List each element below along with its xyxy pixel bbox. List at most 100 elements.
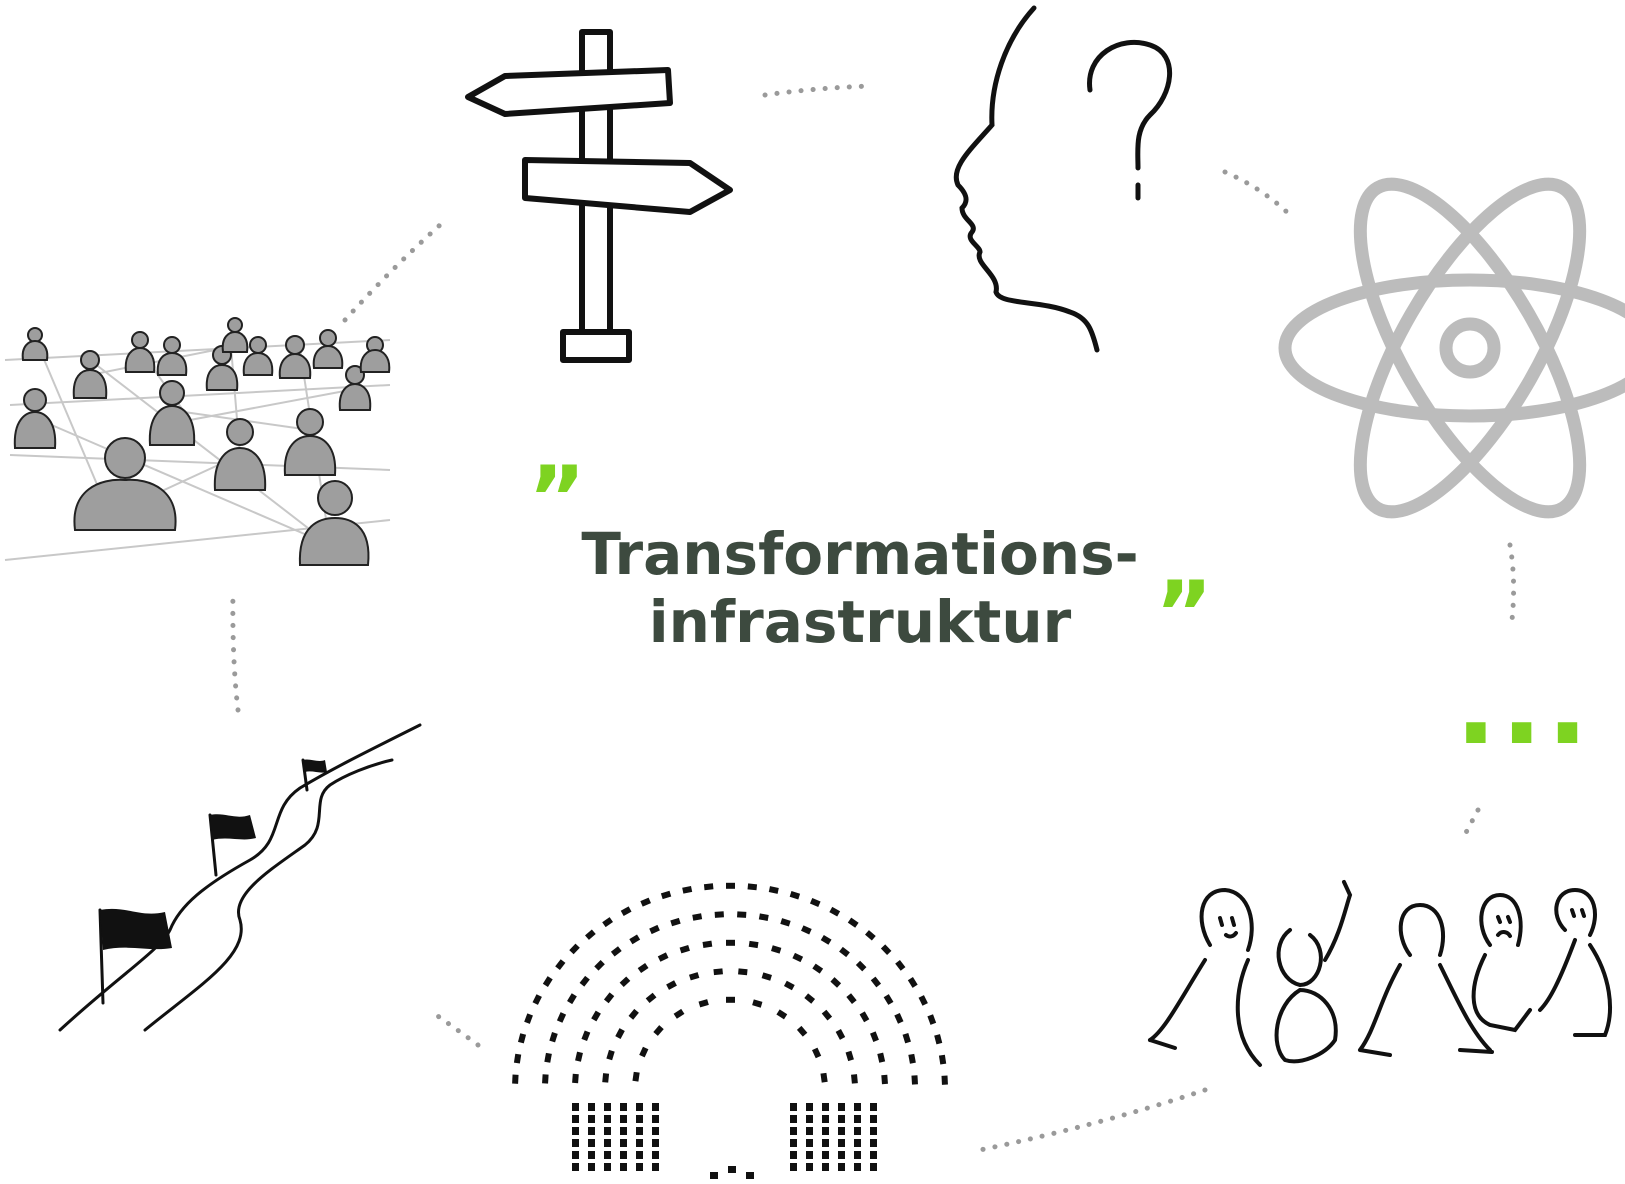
parliament-seat bbox=[652, 1115, 659, 1123]
group-discussion-icon bbox=[1148, 880, 1612, 1067]
parliament-seat bbox=[517, 1033, 527, 1044]
parliament-seat bbox=[877, 1052, 886, 1063]
parliament-seat bbox=[588, 1139, 595, 1147]
parliament-seat bbox=[639, 1046, 649, 1058]
open-quote-mark: ” bbox=[528, 447, 586, 550]
parliament-seat bbox=[838, 1151, 845, 1159]
parliament-seat bbox=[790, 1163, 797, 1171]
parliament-seat bbox=[657, 952, 669, 962]
parliament-seat bbox=[652, 1103, 659, 1111]
connector-head-atom bbox=[1222, 169, 1293, 218]
path-flags-icon bbox=[58, 723, 422, 1032]
parliament-seat bbox=[747, 883, 758, 891]
parliament-seat bbox=[838, 1163, 845, 1171]
parliament-seat bbox=[895, 960, 906, 971]
parliament-seat bbox=[806, 1115, 813, 1123]
parliament-seat bbox=[702, 940, 713, 948]
parliament-seat bbox=[604, 1163, 611, 1171]
parliament-seat bbox=[572, 1163, 579, 1171]
parliament-seat bbox=[845, 1050, 854, 1062]
title-line-1: Transformations- bbox=[581, 520, 1139, 588]
parliament-seat bbox=[524, 1013, 533, 1024]
parliament-seat bbox=[620, 1151, 627, 1159]
parliament-seat bbox=[883, 994, 894, 1005]
parliament-seat bbox=[790, 1115, 797, 1123]
parliament-seat bbox=[838, 1139, 845, 1147]
signpost-icon bbox=[465, 29, 733, 363]
parliament-seat bbox=[870, 1139, 877, 1147]
parliament-seat bbox=[591, 1010, 601, 1022]
parliament-seat bbox=[512, 1074, 519, 1084]
thinking-head-question-icon bbox=[953, 5, 1173, 353]
parliament-seat bbox=[902, 1032, 911, 1044]
parliament-seat bbox=[822, 1103, 829, 1111]
parliament-seat bbox=[652, 1151, 659, 1159]
parliament-seat bbox=[652, 1139, 659, 1147]
connector-parliament-path bbox=[429, 1009, 481, 1048]
parliament-seat bbox=[555, 959, 566, 970]
more-ellipsis: ... bbox=[1455, 641, 1593, 769]
parliament-seat bbox=[854, 1163, 861, 1171]
parliament-seat bbox=[761, 972, 772, 981]
parliament-seat bbox=[801, 925, 812, 935]
people-network-icon bbox=[4, 317, 391, 566]
parliament-seat bbox=[549, 1032, 558, 1043]
parliament-seat bbox=[854, 1151, 861, 1159]
parliament-seat bbox=[620, 1163, 627, 1171]
connector-signpost-head bbox=[762, 83, 873, 98]
parliament-seat bbox=[789, 891, 801, 900]
parliament-seat bbox=[604, 1139, 611, 1147]
connector-path-network bbox=[230, 587, 241, 713]
parliament-podium-seat bbox=[746, 1172, 754, 1179]
parliament-seat bbox=[606, 1049, 615, 1061]
parliament-seat bbox=[941, 1075, 948, 1085]
parliament-seat bbox=[859, 1011, 870, 1023]
parliament-seat bbox=[881, 1074, 888, 1085]
parliament-seat bbox=[594, 960, 605, 971]
parliament-seat bbox=[870, 1127, 877, 1135]
parliament-seat bbox=[839, 946, 850, 958]
parliament-seat bbox=[682, 885, 693, 894]
parliament-seat bbox=[806, 1151, 813, 1159]
parliament-seat bbox=[572, 1103, 579, 1111]
parliament-seat bbox=[679, 944, 690, 954]
parliament-seat bbox=[636, 1139, 643, 1147]
parliament-seat bbox=[806, 1127, 813, 1135]
parliament-seat bbox=[652, 1163, 659, 1171]
parliament-seat bbox=[579, 975, 590, 987]
parliament-seat bbox=[792, 952, 804, 963]
parliament-seat bbox=[637, 963, 649, 974]
parliament-seat bbox=[652, 1127, 659, 1135]
parliament-seat bbox=[938, 1054, 947, 1065]
atom-icon bbox=[1278, 177, 1625, 519]
parliament-seat bbox=[907, 977, 918, 988]
parliament-seat bbox=[822, 1151, 829, 1159]
parliament-seat bbox=[894, 1013, 904, 1024]
parliament-seat bbox=[812, 963, 824, 974]
parliament-seat bbox=[870, 1151, 877, 1159]
connector-network-signpost bbox=[342, 222, 443, 323]
parliament-seats-icon bbox=[512, 882, 948, 1179]
parliament-seat bbox=[838, 1103, 845, 1111]
parliament-seat bbox=[768, 886, 779, 894]
parliament-seat bbox=[636, 1115, 643, 1123]
parliament-seat bbox=[588, 1163, 595, 1171]
close-quote-mark: ” bbox=[1155, 562, 1213, 665]
parliament-seat bbox=[726, 882, 735, 889]
parliament-seat bbox=[666, 980, 677, 990]
parliament-seat bbox=[829, 906, 841, 917]
parliament-seat bbox=[796, 1025, 808, 1037]
parliament-seat bbox=[918, 995, 928, 1006]
parliament-seat bbox=[653, 1025, 664, 1036]
parliament-seat bbox=[821, 1009, 833, 1021]
parliament-seat bbox=[588, 1115, 595, 1123]
parliament-podium-seat bbox=[710, 1172, 718, 1179]
title-line-2: infrastruktur bbox=[648, 588, 1072, 656]
parliament-seat bbox=[806, 1103, 813, 1111]
parliament-seat bbox=[542, 976, 553, 987]
parliament-seat bbox=[854, 1127, 861, 1135]
parliament-seat bbox=[822, 1139, 829, 1147]
parliament-seat bbox=[649, 924, 660, 935]
parliament-seat bbox=[636, 1127, 643, 1135]
